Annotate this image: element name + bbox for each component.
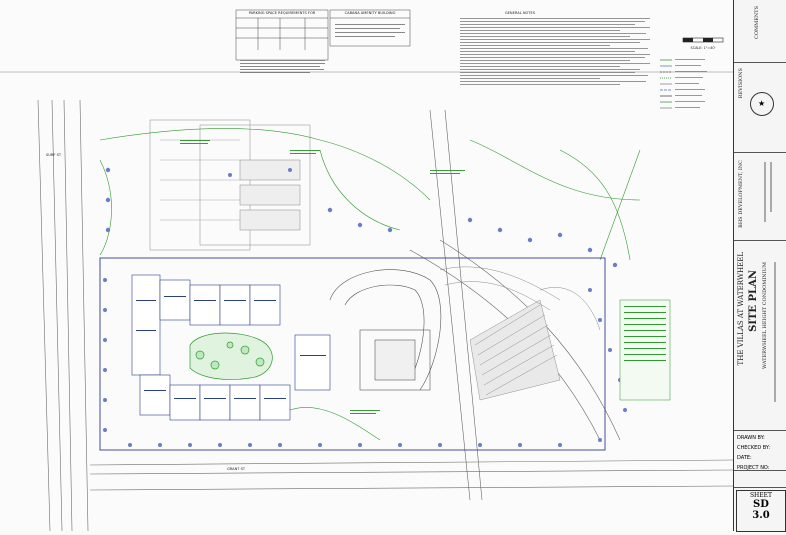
street-label-south: GRANT ST [227, 467, 246, 471]
wetland-lines [99, 128, 641, 441]
revisions-cell: REVISIONS ★ [734, 62, 786, 153]
title-block: COMMENTS REVISIONS ★ BHS DEVELOPMENT, IN… [733, 0, 786, 532]
star-icon: ★ [758, 99, 766, 108]
project-name: THE VILLAS AT WATERWHEEL [737, 252, 745, 366]
unit-table [619, 299, 671, 401]
project-title-cell: THE VILLAS AT WATERWHEEL SITE PLAN WATER… [734, 240, 786, 471]
hatched-area [469, 299, 561, 401]
general-notes-title: GENERAL NOTES [505, 11, 536, 15]
building-cluster [131, 274, 331, 421]
checked-by: CHECKED BY: [737, 445, 771, 451]
developer-name: BHS DEVELOPMENT, INC [738, 160, 744, 228]
drafting-info-cell: DRAWN BY: CHECKED BY: DATE: PROJECT NO: [734, 430, 786, 488]
main-road-south [89, 459, 734, 491]
pool-courtyard [189, 332, 273, 380]
comments-label: COMMENTS [754, 6, 760, 39]
scale-label: SCALE: 1"=40' [691, 46, 716, 50]
sheet-number: 3.0 [752, 510, 770, 521]
comments-cell: COMMENTS [734, 0, 786, 63]
building-labels [136, 296, 326, 399]
developer-contact-lines [770, 162, 772, 212]
drawn-by: DRAWN BY: [737, 435, 765, 441]
developer-cell: BHS DEVELOPMENT, INC [734, 152, 786, 241]
table-text-lines [240, 24, 405, 73]
parking-table-title: PARKING SPACE REQUIREMENTS FOR [249, 11, 316, 15]
scale-bar [682, 37, 724, 43]
amenity-title: CABANA AMENITY BUILDING [345, 11, 396, 15]
east-parking [439, 266, 601, 331]
project-boundary [99, 257, 606, 451]
north-parking-lot [149, 119, 311, 251]
street-label-north: SURF ST [46, 153, 62, 157]
main-road-west [37, 99, 89, 532]
project-address-line [774, 262, 776, 402]
revisions-label: REVISIONS [738, 68, 744, 99]
tree-markers [103, 167, 627, 447]
general-notes-lines [460, 18, 650, 85]
seal-emblem: ★ [750, 92, 774, 116]
sheet-title: SITE PLAN [748, 270, 759, 332]
site-plan-drawing: PARKING SPACE REQUIREMENTS FOR CABANA AM… [0, 9, 734, 532]
sheet-code: SD [753, 499, 769, 510]
sheet-label: SHEET [749, 492, 773, 499]
green-notes [180, 140, 465, 414]
date-label: DATE: [737, 455, 752, 461]
amenity-table [329, 9, 411, 47]
developer-address-lines [764, 162, 766, 222]
project-no: PROJECT NO: [737, 465, 770, 471]
circular-drive [329, 269, 442, 391]
project-subtitle: WATERWHEEL HEIGHT CONDOMINIUM [762, 262, 768, 370]
sheet-number-box: SHEET SD 3.0 [736, 490, 786, 532]
